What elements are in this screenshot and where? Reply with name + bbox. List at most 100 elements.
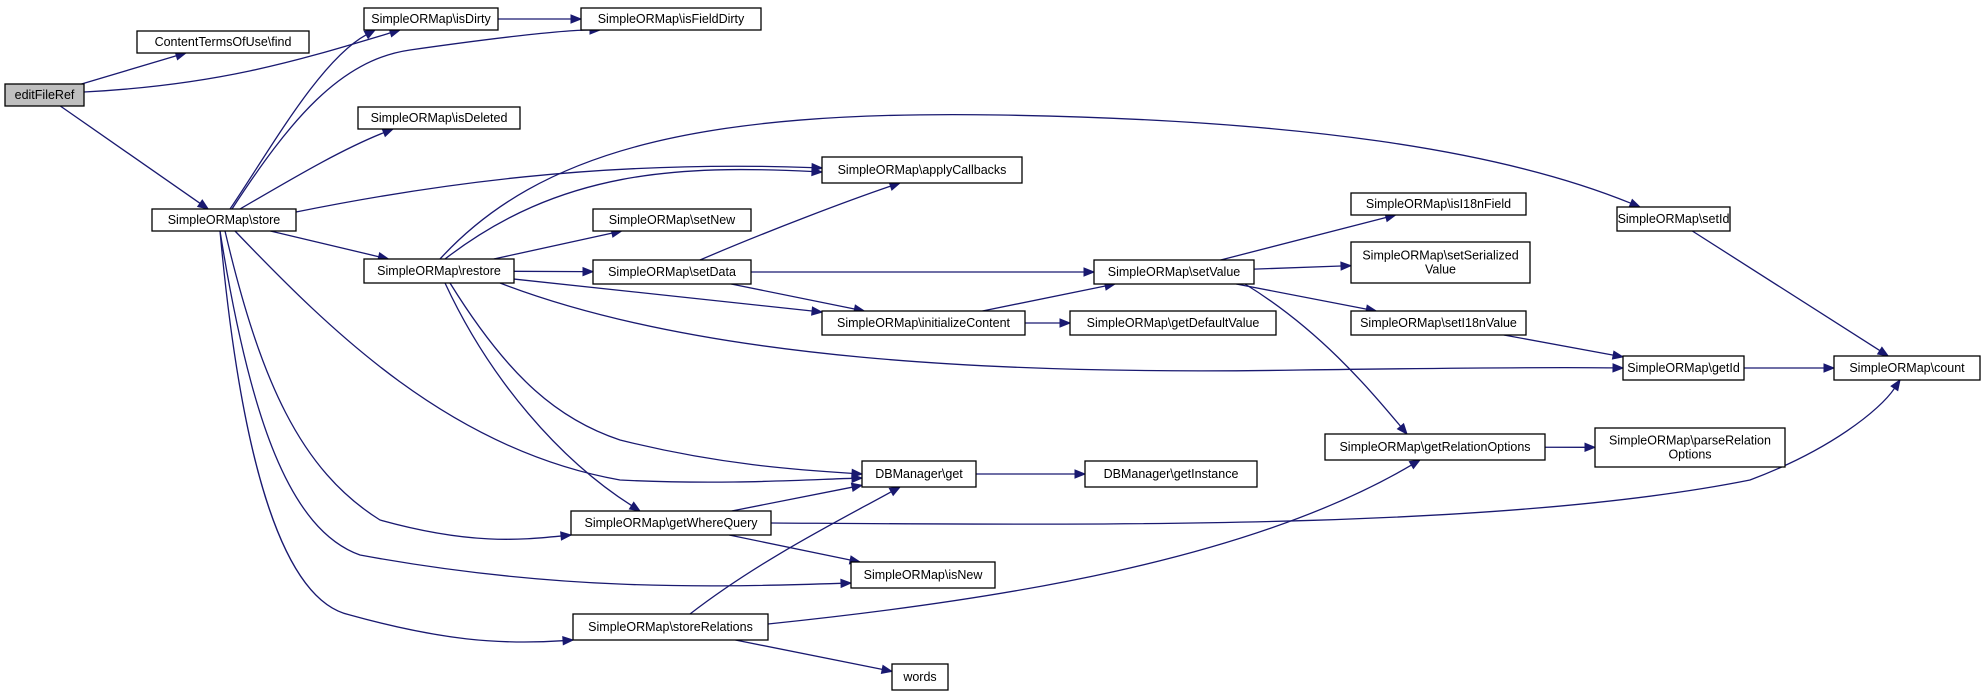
call-edge-setI18nValue-to-getId (1503, 334, 1625, 360)
node-initializeContent[interactable]: SimpleORMap\initializeContent (821, 310, 1026, 336)
node-label: SimpleORMap\isNew (864, 568, 984, 582)
node-box (151, 208, 297, 232)
arrowhead (1823, 363, 1836, 373)
node-getRelationOptions[interactable]: SimpleORMap\getRelationOptions (1324, 433, 1546, 461)
node-box (1833, 355, 1981, 381)
node-isFieldDirty[interactable]: SimpleORMap\isFieldDirty (580, 7, 762, 31)
node-box (1616, 206, 1731, 232)
node-box (570, 510, 772, 536)
node-label: Options (1668, 447, 1711, 461)
call-edge-restore-to-setData (513, 266, 595, 277)
node-box (580, 7, 762, 31)
call-edge-setData-to-setValue (751, 267, 1096, 277)
node-box (572, 613, 769, 641)
node-setI18nValue[interactable]: SimpleORMap\setI18nValue (1350, 310, 1527, 336)
node-getInstance[interactable]: DBManager\getInstance (1084, 460, 1258, 488)
call-edge-setValue-to-setSerializedValue (1253, 261, 1353, 271)
call-edge-restore-to-initializeContent (513, 278, 824, 316)
node-getWhereQuery[interactable]: SimpleORMap\getWhereQuery (570, 510, 772, 536)
call-edge-store-to-applyCallbacks (295, 162, 824, 213)
arrowhead (1584, 442, 1597, 453)
node-editFileRef[interactable]: editFileRef (4, 83, 85, 107)
call-edge-restore-to-setId (439, 113, 1642, 260)
node-getDefaultValue[interactable]: SimpleORMap\getDefaultValue (1069, 310, 1277, 336)
node-label: SimpleORMap\isDeleted (371, 111, 508, 125)
edge-line (499, 282, 1614, 372)
node-box (357, 106, 521, 130)
call-edge-restore-to-setNew (493, 228, 624, 260)
call-edge-store-to-restore (270, 230, 390, 262)
arrowhead (363, 29, 377, 40)
edge-line (224, 230, 562, 540)
node-label: SimpleORMap\setNew (609, 213, 736, 227)
node-label: SimpleORMap\setValue (1108, 265, 1241, 279)
node-box (4, 83, 85, 107)
node-count[interactable]: SimpleORMap\count (1833, 355, 1981, 381)
node-words[interactable]: words (891, 663, 949, 691)
edge-line (219, 230, 842, 587)
node-setId[interactable]: SimpleORMap\setId (1616, 206, 1731, 232)
node-setData[interactable]: SimpleORMap\setData (592, 259, 752, 285)
arrowhead (562, 635, 575, 646)
call-edge-isDirty-to-isFieldDirty (498, 14, 583, 24)
arrowhead (880, 664, 894, 674)
call-edge-restore-to-getId (499, 282, 1625, 373)
node-storeRelations[interactable]: SimpleORMap\storeRelations (572, 613, 769, 641)
arrowhead (1340, 261, 1353, 271)
node-setValue[interactable]: SimpleORMap\setValue (1093, 259, 1255, 285)
call-edge-setId-to-count (1691, 230, 1890, 357)
node-label: editFileRef (15, 88, 75, 102)
call-edge-initializeContent-to-getDefaultValue (1025, 318, 1072, 328)
node-box (363, 7, 499, 31)
edge-line (229, 34, 367, 210)
arrowhead (850, 482, 864, 492)
node-isNew[interactable]: SimpleORMap\isNew (850, 561, 996, 589)
node-dbGet[interactable]: DBManager\get (861, 460, 977, 488)
call-edge-store-to-storeRelations (219, 230, 575, 646)
node-isDeleted[interactable]: SimpleORMap\isDeleted (357, 106, 521, 130)
node-applyCallbacks[interactable]: SimpleORMap\applyCallbacks (821, 156, 1023, 184)
arrowhead (560, 531, 573, 541)
node-getId[interactable]: SimpleORMap\getId (1622, 355, 1745, 381)
edge-line (770, 387, 1896, 525)
edge-line (735, 639, 883, 671)
node-label: SimpleORMap\getId (1627, 361, 1740, 375)
edge-line (449, 282, 853, 475)
node-box (821, 156, 1023, 184)
node-label: SimpleORMap\setI18nValue (1360, 316, 1517, 330)
call-edge-setValue-to-getRelationOptions (1244, 283, 1408, 436)
node-box (850, 561, 996, 589)
node-setNew[interactable]: SimpleORMap\setNew (592, 208, 752, 232)
node-isDirty[interactable]: SimpleORMap\isDirty (363, 7, 499, 31)
node-label: ContentTermsOfUse\find (155, 35, 292, 49)
edge-line (982, 285, 1106, 312)
node-isI18nField[interactable]: SimpleORMap\isI18nField (1350, 192, 1527, 216)
node-box (1084, 460, 1258, 488)
node-label: SimpleORMap\setData (608, 265, 736, 279)
call-edge-dbGet-to-getInstance (976, 469, 1087, 479)
edge-line (731, 486, 853, 512)
edge-line (219, 230, 564, 643)
call-edge-store-to-getWhereQuery (224, 230, 573, 541)
node-label: SimpleORMap\getRelationOptions (1339, 440, 1530, 454)
call-edge-getWhereQuery-to-dbGet (731, 482, 864, 512)
node-label: SimpleORMap\count (1849, 361, 1965, 375)
call-edge-initializeContent-to-setValue (982, 281, 1117, 312)
node-restore[interactable]: SimpleORMap\restore (363, 258, 515, 284)
node-box (592, 259, 752, 285)
call-edge-setData-to-initializeContent (731, 283, 866, 314)
node-store[interactable]: SimpleORMap\store (151, 208, 297, 232)
edge-line (1236, 283, 1367, 310)
node-find[interactable]: ContentTermsOfUse\find (136, 30, 310, 54)
call-edge-store-to-isDirty (229, 29, 377, 210)
arrowhead (570, 14, 583, 24)
arrowhead (1074, 469, 1087, 479)
node-label: DBManager\get (875, 467, 963, 481)
node-box (1622, 355, 1745, 381)
arrowhead (888, 486, 902, 497)
edge-line (1503, 334, 1614, 356)
node-label: SimpleORMap\initializeContent (837, 316, 1011, 330)
